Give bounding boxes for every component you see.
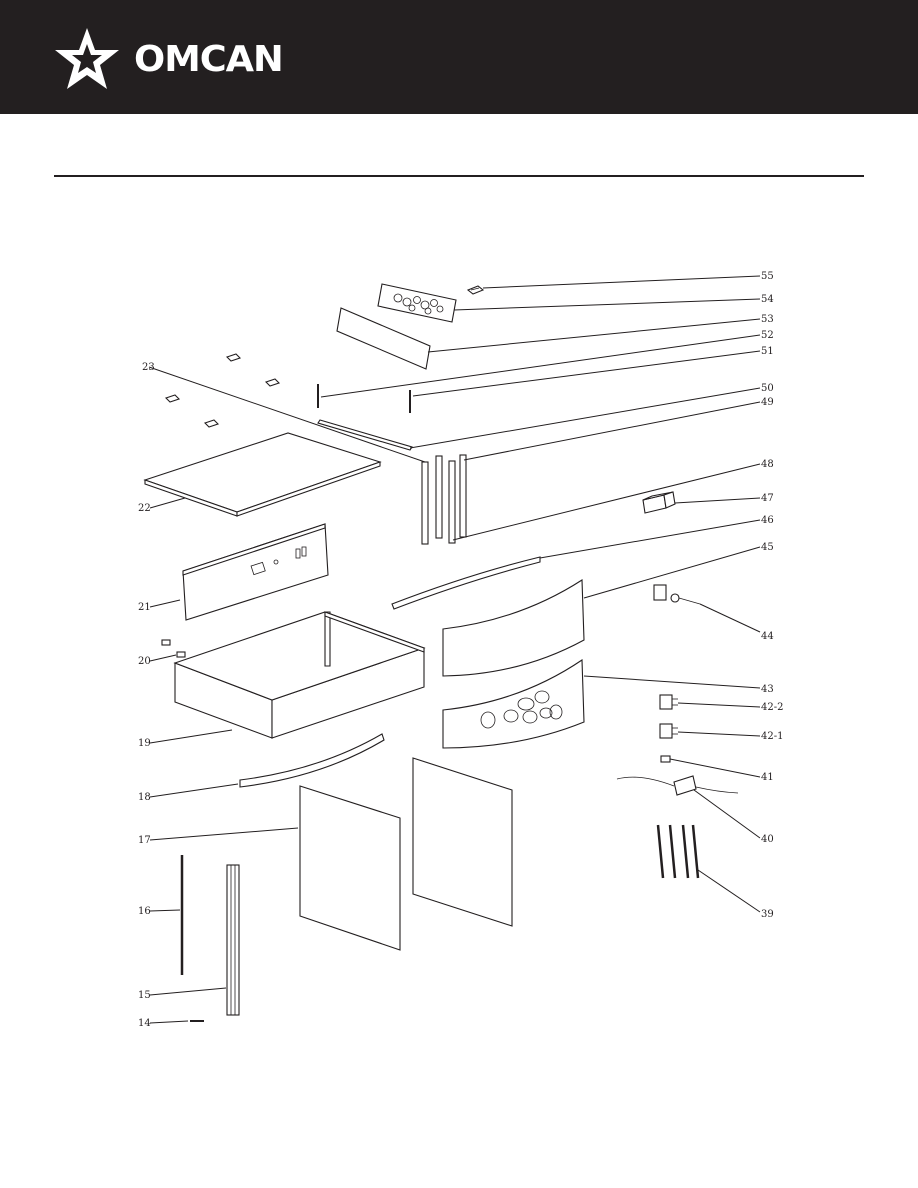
callout-52: 52 <box>761 330 774 341</box>
callout-41: 41 <box>761 772 774 783</box>
part-20 <box>161 639 186 658</box>
part-22 <box>143 432 382 517</box>
page-header: OMCAN <box>0 0 918 114</box>
part-18 <box>239 733 385 788</box>
star-icon <box>55 28 119 89</box>
callout-18: 18 <box>138 792 151 803</box>
part-41 <box>660 755 671 763</box>
callout-45: 45 <box>761 542 774 553</box>
part-39 <box>656 824 700 879</box>
part-19 <box>173 611 426 739</box>
logo-wordmark: OMCAN <box>134 39 284 80</box>
callout-16: 16 <box>138 906 151 917</box>
part-53 <box>336 307 431 370</box>
callout-42-2: 42-2 <box>761 702 783 713</box>
callout-20: 20 <box>138 656 151 667</box>
callout-54: 54 <box>761 294 774 305</box>
part-43 <box>442 658 585 749</box>
callout-46: 46 <box>761 515 774 526</box>
callout-19: 19 <box>138 738 151 749</box>
callout-40: 40 <box>761 834 774 845</box>
callout-23: 23 <box>142 362 155 373</box>
callout-55: 55 <box>761 271 774 282</box>
part-42-1 <box>659 723 678 739</box>
part-44 <box>653 584 701 605</box>
callout-15: 15 <box>138 990 151 1001</box>
header-rule <box>54 175 864 177</box>
leader-lines <box>148 275 761 1024</box>
callout-47: 47 <box>761 493 774 504</box>
part-50 <box>317 419 413 451</box>
callout-50: 50 <box>761 383 774 394</box>
callout-42-1: 42-1 <box>761 731 783 742</box>
callout-labels: 55 54 53 52 51 50 49 48 47 46 45 44 43 4… <box>138 271 783 1029</box>
part-40 <box>616 775 739 796</box>
part-49 <box>421 454 467 545</box>
part-47 <box>642 491 676 514</box>
part-17-b <box>412 757 513 927</box>
part-17 <box>299 785 401 951</box>
clip-set <box>164 353 281 428</box>
callout-48: 48 <box>761 459 774 470</box>
callout-43: 43 <box>761 684 774 695</box>
callout-51: 51 <box>761 346 774 357</box>
part-15 <box>226 864 240 1016</box>
part-46 <box>391 556 541 610</box>
part-54 <box>377 283 457 323</box>
part-45 <box>442 579 585 677</box>
callout-14: 14 <box>138 1018 151 1029</box>
part-21 <box>182 523 329 621</box>
callout-39: 39 <box>761 909 774 920</box>
part-42-2 <box>659 694 678 710</box>
callout-53: 53 <box>761 314 774 325</box>
omcan-logo: OMCAN <box>52 26 284 92</box>
part-55 <box>466 285 485 295</box>
callout-17: 17 <box>138 835 151 846</box>
callout-22: 22 <box>138 503 151 514</box>
callout-44: 44 <box>761 631 774 642</box>
callout-21: 21 <box>138 602 151 613</box>
callout-49: 49 <box>761 397 774 408</box>
